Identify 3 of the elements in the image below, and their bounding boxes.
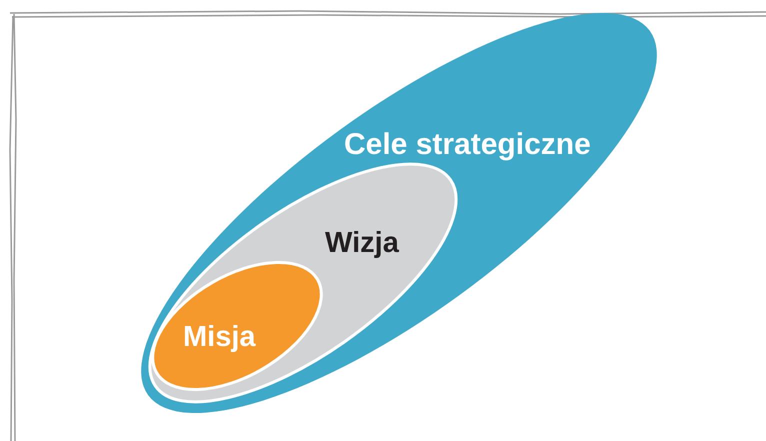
ellipse-label: Cele strategiczne [344, 128, 591, 161]
ellipse-label: Misja [183, 322, 256, 354]
ellipse-label: Wizja [325, 228, 399, 260]
